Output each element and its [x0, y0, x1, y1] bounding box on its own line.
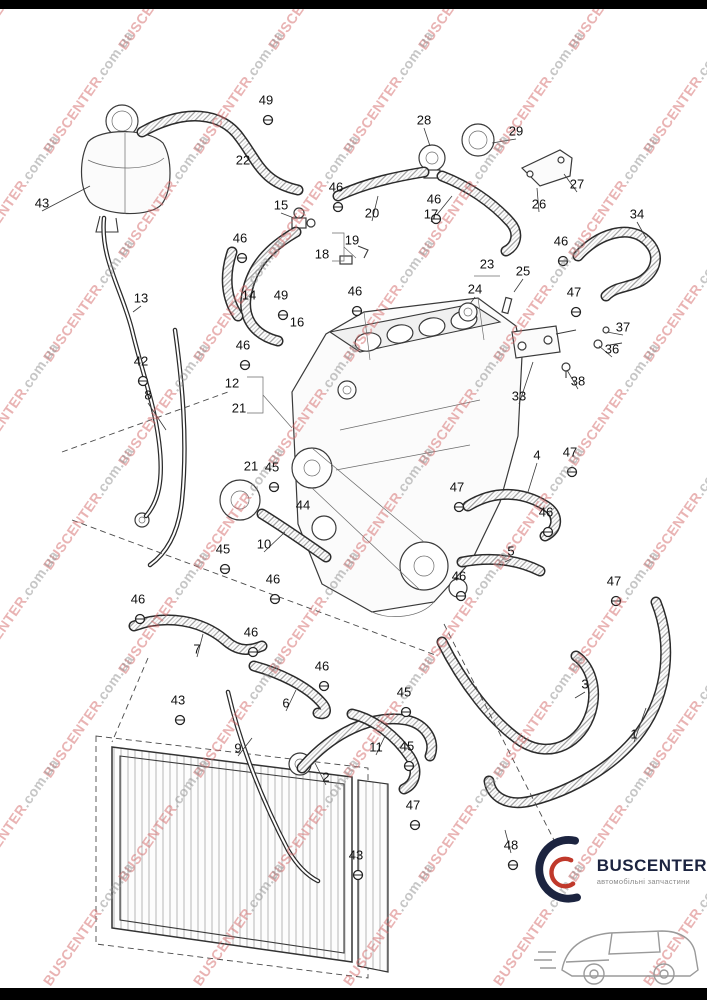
- logo-tagline: автомобільні запчастини: [596, 877, 691, 886]
- engine-block: [291, 297, 523, 617]
- small-parts: [134, 123, 573, 528]
- logo-mark-icon: [535, 836, 581, 903]
- dashed-group-lines: [61, 391, 557, 845]
- bottom-black-bar: [0, 988, 707, 1000]
- radiator: [95, 735, 389, 979]
- bracket-lines: [247, 232, 500, 429]
- top-black-bar: [0, 0, 707, 9]
- buscenter-logo: BUSCENTER автомобільні запчастини: [532, 832, 707, 985]
- logo-text: BUSCENTER: [596, 856, 707, 875]
- thermostat-housing: [458, 296, 623, 378]
- van-sketch: [534, 930, 699, 985]
